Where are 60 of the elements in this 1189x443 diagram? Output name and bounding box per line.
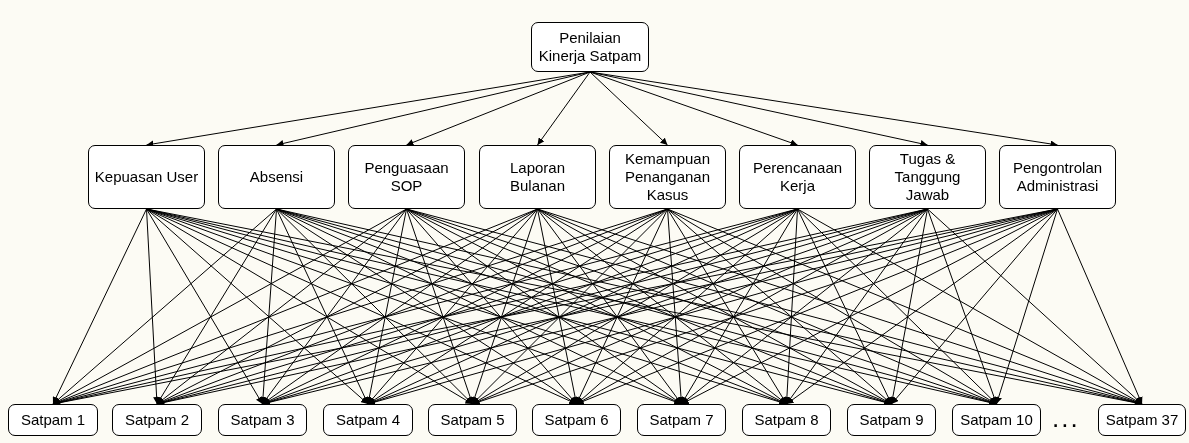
alternative-box: Satpam 6 [532, 404, 621, 436]
alternative-box: Satpam 3 [218, 404, 307, 436]
arrow [797, 208, 997, 405]
alternative-box: Satpam 10 [952, 404, 1041, 436]
alternative-box: Satpam 2 [112, 404, 202, 436]
arrow [537, 208, 682, 405]
arrow [146, 208, 161, 405]
criterion-box: Penguasaan SOP [348, 145, 465, 209]
arrow [995, 208, 1058, 405]
arrow [471, 208, 538, 405]
alternative-box: Satpam 37 [1098, 404, 1186, 436]
arrow [276, 208, 369, 405]
arrow [891, 208, 1058, 405]
arrow [146, 208, 473, 405]
alternative-box: Satpam 4 [323, 404, 413, 436]
arrow [406, 71, 591, 146]
goal-box: Penilaian Kinerja Satpam [531, 22, 649, 72]
arrow [156, 208, 277, 405]
arrow [276, 208, 473, 405]
criterion-box: Perencanaan Kerja [739, 145, 856, 209]
criterion-box: Absensi [218, 145, 335, 209]
arrow [576, 208, 668, 405]
arrow [472, 208, 668, 405]
arrow [589, 71, 668, 146]
arrow [576, 208, 798, 405]
arrow [537, 208, 579, 405]
arrow [667, 208, 685, 405]
criterion-box: Tugas & Tanggung Jawab [869, 145, 986, 209]
arrow [52, 208, 147, 405]
arrow [889, 208, 928, 405]
arrow [406, 208, 577, 405]
criterion-box: Kepuasan User [88, 145, 205, 209]
arrow [146, 208, 369, 405]
criterion-box: Laporan Bulanan [479, 145, 596, 209]
arrow [681, 208, 928, 405]
arrow [367, 208, 538, 405]
arrow [537, 208, 787, 405]
arrow [783, 208, 798, 405]
arrow [1057, 208, 1143, 405]
arrow [786, 208, 1058, 405]
arrow [259, 208, 277, 405]
arrow [786, 208, 928, 405]
arrow [667, 208, 892, 405]
criterion-box: Pengontrolan Administrasi [999, 145, 1116, 209]
criterion-box: Kemampuan Penanganan Kasus [609, 145, 726, 209]
arrow [667, 208, 787, 405]
ellipsis-text: ... [1052, 408, 1080, 428]
arrow [365, 208, 407, 405]
arrow [537, 71, 591, 146]
arrow [146, 208, 263, 405]
arrow [681, 208, 798, 405]
arrow [797, 208, 892, 405]
arrow [927, 208, 998, 405]
alternative-box: Satpam 1 [8, 404, 98, 436]
alternative-box: Satpam 7 [637, 404, 726, 436]
arrow [262, 208, 407, 405]
alternative-box: Satpam 5 [428, 404, 517, 436]
alternative-box: Satpam 8 [742, 404, 831, 436]
arrow [406, 208, 474, 405]
alternative-box: Satpam 9 [847, 404, 936, 436]
